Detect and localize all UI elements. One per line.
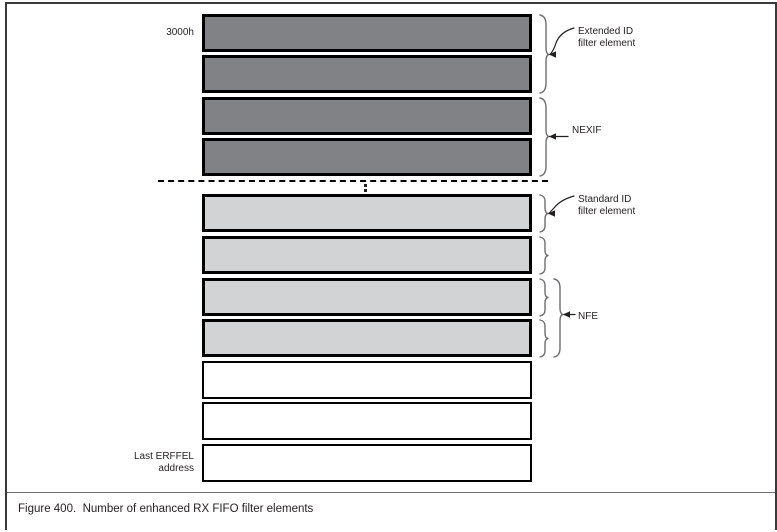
start-address-label: 3000h: [166, 27, 194, 38]
arrowhead-nfe: [563, 311, 570, 318]
callout-standard-id-label: Standard ID filter element: [578, 194, 636, 217]
page-frame-border-right: [775, 2, 777, 530]
callout-extended-id-label: Extended ID filter element: [578, 26, 636, 49]
filter-element-extended-2: [202, 97, 532, 135]
memory-break-dashed-line: [158, 180, 548, 182]
leader-line-standard-id: [548, 195, 575, 215]
arrowhead-extended-id: [549, 51, 556, 58]
caption-divider: [7, 492, 775, 493]
callout-nfe-label: NFE: [578, 311, 598, 322]
brace-nfe-outer: [553, 278, 564, 358]
brace-standard-0: [539, 194, 549, 233]
leader-line-extended-id: [549, 27, 575, 56]
callout-nexif-label: NEXIF: [572, 125, 602, 136]
brace-standard-1: [539, 236, 549, 275]
filter-element-standard-1: [202, 236, 532, 274]
arrowhead-standard-id: [548, 210, 555, 217]
filter-element-standard-3: [202, 319, 532, 357]
filter-element-extended-0: [202, 14, 532, 52]
brace-extended-pair-1: [539, 14, 550, 94]
last-erffel-address-label: Last ERFFEL address: [133, 451, 194, 474]
brace-standard-3: [539, 319, 549, 358]
filter-element-unused-1: [202, 402, 532, 440]
filter-element-standard-0: [202, 194, 532, 232]
figure-drawing-area: 3000h Last ERFFEL address Extended ID fi…: [133, 14, 636, 482]
filter-element-unused-2: [202, 444, 532, 482]
filter-element-extended-3: [202, 138, 532, 176]
brace-extended-pair-2: [539, 97, 550, 177]
figure-caption: Figure 400. Number of enhanced RX FIFO f…: [18, 503, 314, 515]
brace-standard-2: [539, 278, 549, 317]
filter-element-standard-2: [202, 278, 532, 316]
arrowhead-nexif: [549, 133, 556, 140]
filter-element-unused-0: [202, 361, 532, 399]
filter-element-extended-1: [202, 55, 532, 93]
